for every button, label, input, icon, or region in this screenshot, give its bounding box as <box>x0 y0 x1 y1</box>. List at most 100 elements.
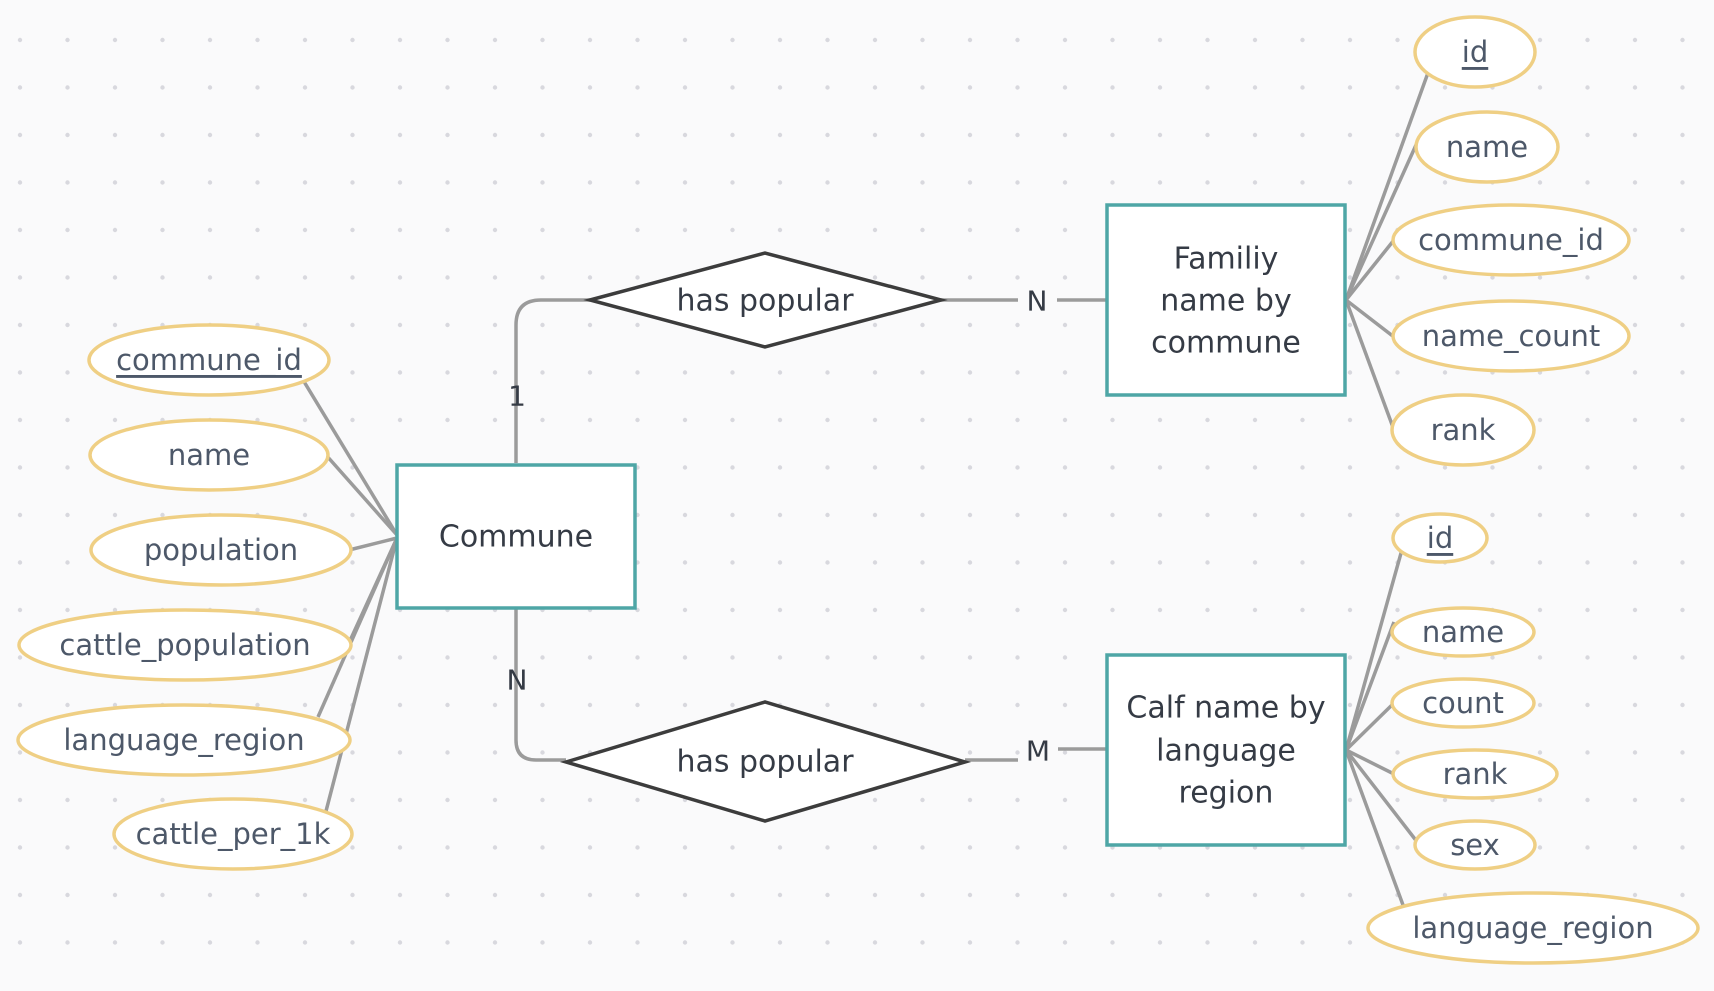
grid-dot <box>207 37 213 43</box>
grid-dot <box>1632 37 1638 43</box>
grid-dot <box>1015 797 1020 803</box>
attribute-sex[interactable]: sex <box>1413 819 1537 871</box>
grid-dot <box>1062 465 1068 470</box>
grid-dot <box>1062 940 1068 945</box>
grid-dot <box>397 750 403 755</box>
grid-dot <box>350 655 355 660</box>
grid-dot <box>777 180 783 185</box>
grid-dot <box>777 370 783 375</box>
grid-dot <box>160 37 165 43</box>
grid-dot <box>65 465 70 470</box>
grid-dot <box>160 227 165 233</box>
grid-dot <box>540 892 545 898</box>
grid-dot <box>1347 560 1353 565</box>
grid-dot <box>1395 465 1400 470</box>
link-family-id <box>1344 69 1431 301</box>
attribute-commune-id[interactable]: commune_id <box>87 323 331 397</box>
link-family-name-count <box>1344 298 1396 339</box>
attribute-rank[interactable]: rank <box>1390 393 1536 467</box>
grid-dot <box>682 892 688 898</box>
attribute-language-region[interactable]: language_region <box>1366 891 1700 965</box>
grid-dot <box>540 702 545 708</box>
link-commune-language-region <box>316 537 399 718</box>
grid-dot <box>1062 37 1068 43</box>
grid-dot <box>872 797 878 803</box>
relationship-top[interactable]: has popular <box>583 251 948 349</box>
entity-calf-name-by-language-region[interactable]: Calf name by language region <box>1105 653 1347 847</box>
grid-dot <box>730 417 735 423</box>
grid-dot <box>1585 37 1590 43</box>
grid-dot <box>920 227 925 233</box>
grid-dot <box>967 892 973 898</box>
grid-dot <box>872 655 878 660</box>
grid-dot <box>730 512 735 518</box>
grid-dot <box>635 370 640 375</box>
grid-dot <box>492 132 498 138</box>
grid-dot <box>255 702 260 708</box>
relationship-bottom[interactable]: has popular <box>559 700 972 823</box>
relationship-label: has popular <box>676 745 854 780</box>
grid-dot <box>1205 180 1210 185</box>
link-family-commune-id <box>1344 238 1396 302</box>
grid-dot <box>825 37 830 43</box>
attribute-cattle-per-1k[interactable]: cattle_per_1k <box>112 797 354 871</box>
grid-dot <box>1300 940 1305 945</box>
grid-dot <box>302 702 308 708</box>
grid-dot <box>1632 702 1638 708</box>
attribute-name[interactable]: name <box>1414 110 1560 184</box>
grid-dot <box>587 322 593 328</box>
grid-dot <box>967 702 973 708</box>
entity-family-name-by-commune[interactable]: Familiy name by commune <box>1105 203 1347 397</box>
grid-dot <box>1395 797 1400 803</box>
grid-dot <box>1537 560 1543 565</box>
grid-dot <box>730 702 735 708</box>
grid-dot <box>1585 85 1590 90</box>
grid-dot <box>207 940 213 945</box>
attribute-cattle-population[interactable]: cattle_population <box>17 608 353 682</box>
grid-dot <box>967 417 973 423</box>
attribute-language-region[interactable]: language_region <box>16 703 352 777</box>
grid-dot <box>397 227 403 233</box>
grid-dot <box>1680 797 1685 803</box>
grid-dot <box>635 275 640 280</box>
attribute-id[interactable]: id <box>1413 15 1537 89</box>
attribute-population[interactable]: population <box>89 513 353 587</box>
grid-dot <box>635 322 640 328</box>
attribute-name[interactable]: name <box>88 418 330 492</box>
attribute-id[interactable]: id <box>1391 512 1489 564</box>
grid-dot <box>1680 132 1685 138</box>
entity-commune[interactable]: Commune <box>395 463 637 610</box>
grid-dot <box>1680 322 1685 328</box>
grid-dot <box>730 892 735 898</box>
attribute-count[interactable]: count <box>1390 677 1536 729</box>
link-commune-commune-id <box>298 374 399 536</box>
grid-dot <box>682 845 688 850</box>
entity-box <box>1105 653 1347 847</box>
grid-dot <box>872 85 878 90</box>
grid-dot <box>1110 940 1115 945</box>
grid-dot <box>1110 560 1115 565</box>
entity-label-line-1: Calf name by <box>1126 691 1325 726</box>
attribute-rank[interactable]: rank <box>1391 748 1559 800</box>
grid-dot <box>1537 465 1543 470</box>
grid-dot <box>1347 227 1353 233</box>
grid-dot <box>1062 180 1068 185</box>
attribute-label: cattle_per_1k <box>136 817 331 851</box>
grid-dot <box>1347 180 1353 185</box>
grid-dot <box>1015 655 1020 660</box>
attribute-ellipse <box>1390 606 1536 658</box>
attribute-name[interactable]: name <box>1390 606 1536 658</box>
grid-dot <box>492 37 498 43</box>
grid-dot <box>1110 892 1115 898</box>
grid-dot <box>207 180 213 185</box>
grid-dot <box>635 892 640 898</box>
grid-dot <box>1537 607 1543 613</box>
attribute-commune-id[interactable]: commune_id <box>1391 203 1631 277</box>
attribute-ellipse <box>17 608 353 682</box>
grid-dot <box>1347 607 1353 613</box>
grid-dot <box>635 797 640 803</box>
grid-dot <box>967 750 973 755</box>
grid-dot <box>920 560 925 565</box>
grid-dot <box>967 607 973 613</box>
attribute-name-count[interactable]: name_count <box>1391 299 1631 373</box>
